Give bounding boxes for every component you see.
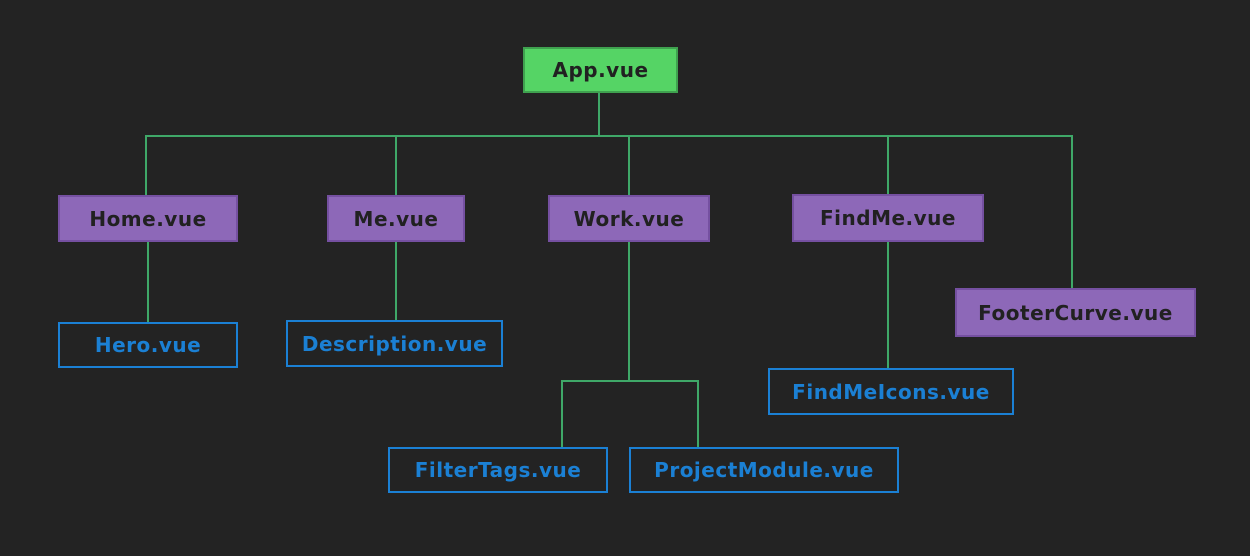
connector-app-trunk — [598, 93, 600, 136]
node-me-vue: Me.vue — [327, 195, 465, 242]
node-hero-vue: Hero.vue — [58, 322, 238, 368]
connector-drop-work — [628, 135, 630, 195]
connector-me-description — [395, 242, 397, 320]
connector-work-rail — [561, 380, 699, 382]
connector-drop-filtertags — [561, 380, 563, 447]
connector-drop-findme — [887, 135, 889, 194]
node-footercurve-vue: FooterCurve.vue — [955, 288, 1196, 337]
connector-home-hero — [147, 242, 149, 322]
node-app-vue: App.vue — [523, 47, 678, 93]
node-home-vue: Home.vue — [58, 195, 238, 242]
node-filtertags-vue: FilterTags.vue — [388, 447, 608, 493]
connector-drop-projectmodule — [697, 380, 699, 447]
connector-work-trunk — [628, 242, 630, 381]
connector-drop-home — [145, 135, 147, 195]
node-findmeicons-vue: FindMeIcons.vue — [768, 368, 1014, 415]
connector-drop-footercurve — [1071, 135, 1073, 288]
node-findme-vue: FindMe.vue — [792, 194, 984, 242]
node-work-vue: Work.vue — [548, 195, 710, 242]
connector-findme-icons — [887, 242, 889, 368]
node-projectmodule-vue: ProjectModule.vue — [629, 447, 899, 493]
connector-drop-me — [395, 135, 397, 195]
node-description-vue: Description.vue — [286, 320, 503, 367]
connector-main-rail — [145, 135, 1073, 137]
